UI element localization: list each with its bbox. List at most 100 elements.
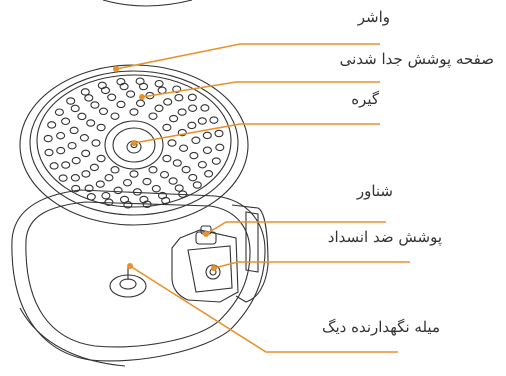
perforation-hole [174, 184, 184, 192]
perforation-hole [49, 162, 59, 170]
perforation-hole [135, 99, 146, 108]
perforation-hole [172, 85, 182, 93]
leader-holder-dot [131, 140, 137, 146]
perforation-hole [122, 178, 133, 187]
perforation-hole [142, 177, 152, 186]
leader-removable-lid [141, 81, 380, 98]
perforation-hole [187, 121, 197, 130]
perforation-hole [211, 157, 221, 165]
perforation-hole [71, 184, 81, 193]
perforation-hole [163, 98, 173, 106]
perforation-hole [70, 104, 80, 113]
perforation-hole [95, 180, 105, 188]
perforation-hole [91, 139, 101, 147]
leader-pot-holder-rod-dot [127, 263, 133, 269]
perforation-hole [188, 173, 198, 182]
perforation-hole [113, 186, 123, 195]
perforation-hole [104, 198, 114, 207]
perforation-holes [43, 77, 225, 209]
perforation-hole [90, 101, 100, 109]
perforation-hole [197, 117, 207, 125]
perforation-hole [116, 77, 126, 86]
label-float: شناور [356, 182, 393, 200]
leader-removable-lid-dot [139, 94, 145, 100]
perforation-hole [154, 79, 164, 88]
perforation-hole [97, 81, 107, 90]
perforation-hole [167, 139, 177, 147]
perforation-hole [104, 173, 114, 182]
perforation-hole [192, 181, 202, 189]
perforation-hole [61, 117, 71, 126]
perforation-hole [84, 184, 94, 193]
perforation-hole [178, 190, 188, 198]
perforation-hole [77, 112, 87, 121]
leader-anti-block-dot [203, 231, 209, 237]
leader-float-dot [211, 265, 217, 271]
perforation-hole [162, 123, 172, 132]
perforation-hole [177, 108, 187, 116]
perforation-hole [89, 163, 99, 172]
perforation-hole [169, 114, 179, 123]
perforation-hole [204, 170, 214, 178]
perforation-hole [174, 93, 184, 102]
perforation-hole [110, 166, 120, 174]
perforation-hole [172, 159, 182, 167]
perforation-hole [81, 170, 91, 178]
perforation-hole [168, 177, 178, 185]
label-anti-block-cover: پوشش ضد انسداد [327, 228, 442, 246]
perforation-hole [54, 108, 64, 116]
perforation-hole [159, 170, 170, 179]
label-removable-lid: صفحه پوشش جدا شدنی [339, 50, 494, 68]
leader-anti-block [205, 221, 386, 235]
perforation-hole [98, 107, 109, 116]
perforation-hole [69, 126, 79, 135]
leader-pot-holder-rod [129, 265, 398, 353]
top-arc [102, 0, 193, 7]
lid-body [11, 189, 269, 367]
perforation-hole [67, 141, 77, 150]
perforation-hole [66, 97, 76, 105]
perforation-hole [56, 146, 66, 155]
perforation-hole [197, 160, 207, 169]
perforation-hole [70, 174, 80, 182]
perforation-hole [161, 196, 171, 205]
perforation-hole [188, 104, 198, 112]
perforation-hole [101, 191, 111, 200]
perforation-hole [151, 184, 161, 193]
perforation-hole [96, 123, 106, 132]
perforation-hole [202, 131, 212, 140]
label-holder: گیره [351, 90, 379, 108]
perforation-hole [43, 134, 53, 143]
perforation-hole [135, 77, 145, 85]
perforation-hole [148, 166, 158, 174]
perforation-hole [81, 149, 91, 158]
perforation-hole [116, 100, 126, 109]
perforation-hole [162, 154, 172, 163]
leader-washer-dot [113, 66, 119, 72]
perforation-hole [80, 88, 90, 96]
perforation-hole [129, 170, 139, 178]
perforation-hole [132, 188, 142, 196]
perforation-hole [209, 116, 219, 124]
label-pot-holder-rod: میله نگهدارنده دیگ [322, 318, 440, 336]
perforation-hole [189, 151, 199, 160]
perforation-hole [126, 90, 136, 98]
perforation-hole [96, 154, 106, 163]
perforation-hole [47, 121, 57, 129]
perforation-hole [129, 108, 139, 116]
leader-holder [133, 123, 380, 144]
perforation-hole [187, 93, 197, 102]
perforation-hole [214, 129, 224, 138]
perforation-hole [200, 104, 210, 112]
label-washer: واشر [357, 8, 390, 26]
perforation-hole [61, 161, 71, 169]
perforation-hole [71, 156, 81, 165]
perforation-hole [148, 112, 158, 120]
perforation-hole [58, 174, 68, 182]
perforation-hole [154, 104, 164, 113]
perforation-hole [181, 165, 191, 174]
perforation-hole [191, 136, 201, 145]
perforation-hole [86, 193, 96, 201]
